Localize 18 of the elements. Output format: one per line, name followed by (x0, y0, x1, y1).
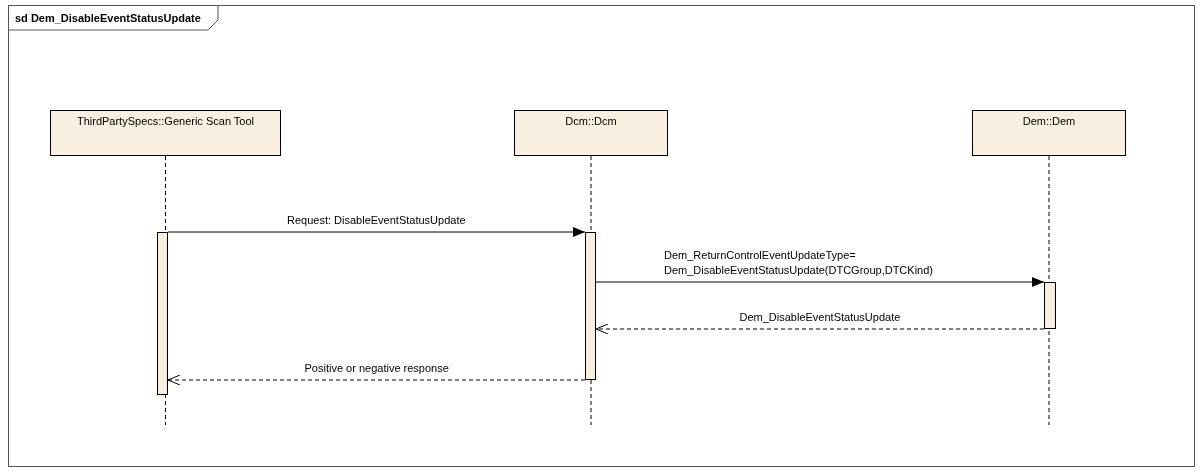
activation-bar (157, 232, 168, 395)
frame-title: sd Dem_DisableEventStatusUpdate (15, 12, 201, 24)
activation-bar (1044, 282, 1056, 329)
lifeline-head (972, 110, 1126, 156)
lifeline-name: Dem::Dem (1022, 115, 1076, 127)
lifeline-head (514, 110, 668, 156)
message-label: Dem_DisableEventStatusUpdate (737, 310, 903, 325)
diagram-frame (8, 5, 1195, 467)
return-message-arrow (595, 323, 1045, 335)
return-message-arrow (167, 374, 586, 386)
activation-bar (585, 232, 596, 380)
message-arrow (595, 277, 1045, 287)
lifeline-name: Dcm::Dcm (565, 115, 617, 127)
lifeline-head (50, 110, 281, 156)
lifeline-name: ThirdPartySpecs::Generic Scan Tool (76, 115, 255, 127)
message-label: Request: DisableEventStatusUpdate (285, 213, 468, 228)
message-label: Positive or negative response (302, 361, 451, 376)
message-arrow (167, 227, 586, 237)
